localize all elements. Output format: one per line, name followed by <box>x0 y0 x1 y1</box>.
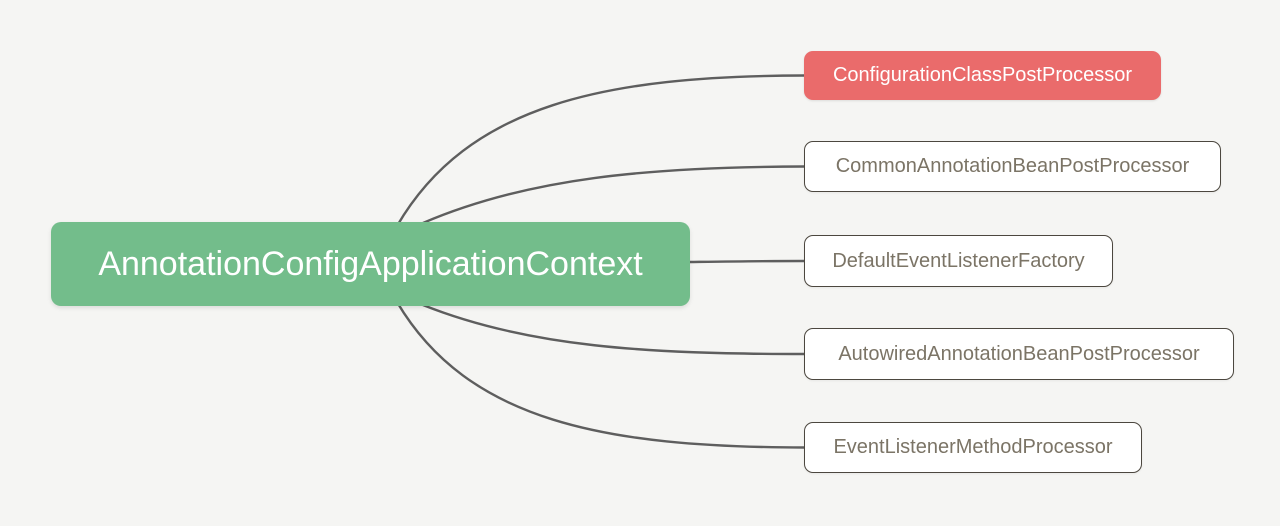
child-node-autowired-annotation-bean-post-processor[interactable]: AutowiredAnnotationBeanPostProcessor <box>804 328 1234 380</box>
connector-default-event-listener-factory <box>688 259 806 264</box>
child-node-configuration-class-post-processor[interactable]: ConfigurationClassPostProcessor <box>804 51 1161 100</box>
connector-configuration-class-post-processor <box>395 74 806 228</box>
root-node-annotation-config-application-context[interactable]: AnnotationConfigApplicationContext <box>51 222 690 306</box>
connector-event-listener-method-processor <box>395 300 806 449</box>
child-node-common-annotation-bean-post-processor[interactable]: CommonAnnotationBeanPostProcessor <box>804 141 1221 192</box>
child-node-default-event-listener-factory[interactable]: DefaultEventListenerFactory <box>804 235 1113 287</box>
connector-common-annotation-bean-post-processor <box>421 165 806 225</box>
child-node-event-listener-method-processor[interactable]: EventListenerMethodProcessor <box>804 422 1142 473</box>
connector-autowired-annotation-bean-post-processor <box>421 303 806 356</box>
